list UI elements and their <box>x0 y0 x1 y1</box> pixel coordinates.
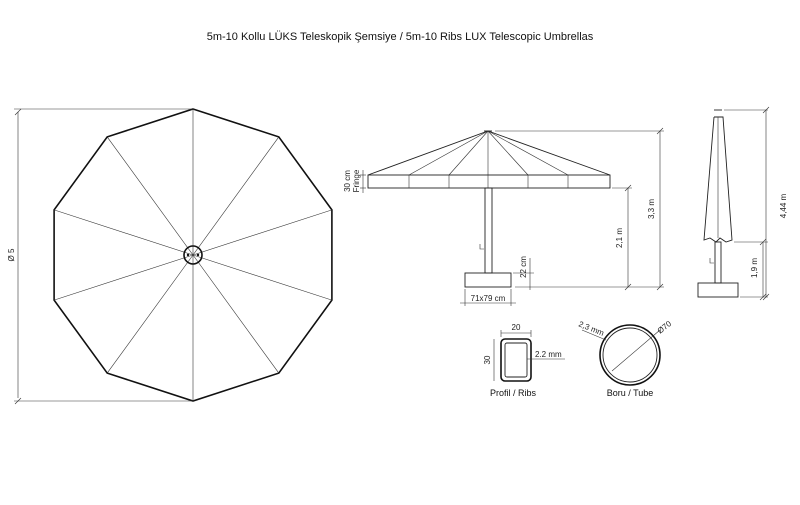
rib-line <box>192 136 280 256</box>
canopy-ribs <box>54 109 332 401</box>
panel-seam <box>408 130 489 176</box>
drawing-title: 5m-10 Kollu LÜKS Teleskopik Şemsiye / 5m… <box>207 31 594 43</box>
hub-bolt <box>186 253 190 257</box>
height-under-label: 2,1 m <box>615 228 624 248</box>
rib-line <box>192 254 280 374</box>
base-size-label: 71x79 cm <box>471 294 506 303</box>
fringe-label-line: 30 cm <box>343 170 352 192</box>
tube-detail: 2,3 mm Ø70 Boru / Tube <box>577 319 673 398</box>
rib-line <box>54 209 194 256</box>
rib-line <box>192 254 332 301</box>
profile-height-label: 30 <box>483 355 492 364</box>
tick <box>624 184 632 192</box>
closed-view: 1,9 m 4,44 m <box>697 106 788 301</box>
tick <box>656 283 664 291</box>
profile-width-label: 20 <box>512 323 521 332</box>
closed-total-label: 4,44 m <box>779 193 788 218</box>
tick <box>624 283 632 291</box>
rib-line <box>106 136 194 256</box>
profile-inner <box>504 342 528 378</box>
tick <box>656 127 664 135</box>
tube-thickness-label: 2,3 mm <box>577 320 605 338</box>
tick <box>14 397 22 405</box>
profile-wall-label: 2.2 mm <box>535 350 562 359</box>
profile-outer <box>500 338 532 382</box>
tube-diameter-leader <box>611 329 661 372</box>
hub-circle <box>183 245 203 265</box>
tube-caption: Boru / Tube <box>607 388 654 398</box>
tube-outer <box>599 324 661 386</box>
tick <box>762 293 770 301</box>
hub-bolt <box>196 253 200 257</box>
tube-inner <box>602 327 658 383</box>
top-view: Ø 5 <box>7 108 333 405</box>
closed-base <box>697 282 739 298</box>
tick <box>759 293 767 301</box>
crank-handle <box>479 244 484 250</box>
closed-canopy <box>703 116 733 243</box>
tube-diameter-label: Ø70 <box>656 319 674 336</box>
pole <box>484 187 493 274</box>
height-total-label: 3,3 m <box>647 199 656 219</box>
rib-line <box>54 254 194 301</box>
canopy-cone <box>367 130 611 176</box>
fringe-label-line: Fringe <box>352 169 361 192</box>
rib-line <box>106 254 194 374</box>
profile-detail: 20 30 2.2 mm Profil / Ribs <box>483 323 565 398</box>
canopy-fringe <box>367 174 611 189</box>
tube-thickness-leader <box>581 329 607 341</box>
tick <box>14 108 22 116</box>
panel-seam <box>448 130 489 176</box>
diameter-label: Ø 5 <box>7 248 16 261</box>
profile-caption: Profil / Ribs <box>490 388 537 398</box>
base-height-label: 22 cm <box>519 256 528 278</box>
closed-lower-label: 1,9 m <box>750 258 759 278</box>
tick <box>762 106 770 114</box>
panel-seam <box>487 130 529 176</box>
tick <box>759 238 767 246</box>
rib-line <box>192 209 332 256</box>
closed-crank <box>709 258 714 264</box>
side-view: 30 cmFringe 2,1 m 3,3 m 22 cm 71x79 cm <box>343 127 664 306</box>
closed-pole <box>714 241 722 284</box>
fringe-label: 30 cmFringe <box>343 169 361 192</box>
base-plate <box>464 272 512 288</box>
panel-seam <box>487 130 569 176</box>
